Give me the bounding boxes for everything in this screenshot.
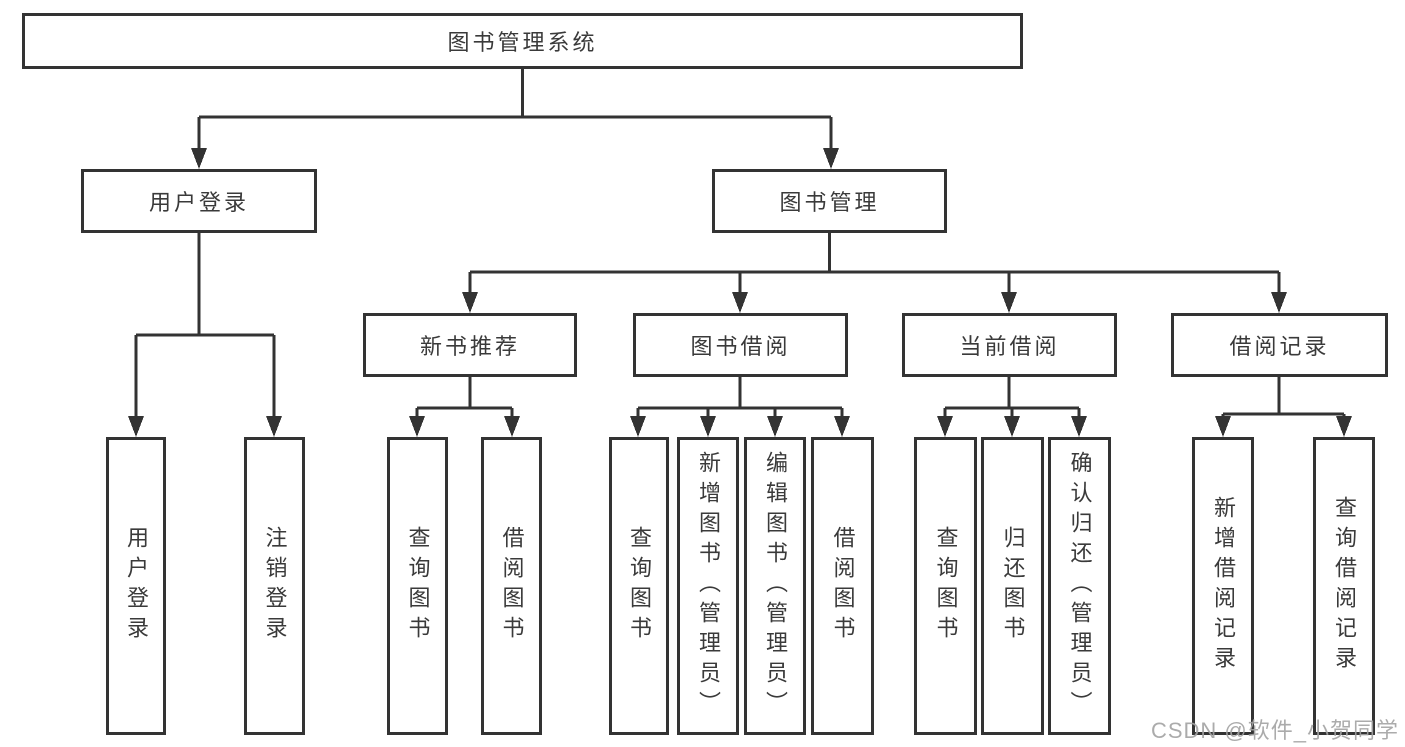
leaf-add-books-admin: 新增图书（管理员） xyxy=(677,437,739,735)
node-label: 借阅记录 xyxy=(1229,334,1330,359)
node-label: 图书管理 xyxy=(779,190,880,215)
leaf-label: 借阅图书 xyxy=(830,526,856,646)
leaf-label: 新增图书（管理员） xyxy=(696,451,721,721)
csdn-watermark: CSDN @软件_小贺同学 xyxy=(1150,718,1399,743)
leaf-label: 编辑图书（管理员） xyxy=(763,451,788,721)
node-new-book-recommend: 新书推荐 xyxy=(363,313,577,377)
leaf-edit-books-admin: 编辑图书（管理员） xyxy=(744,437,806,735)
leaf-label: 借阅图书 xyxy=(499,526,525,646)
leaf-label: 查询借阅记录 xyxy=(1332,496,1357,676)
leaf-label: 归还图书 xyxy=(1000,526,1026,646)
node-book-borrow: 图书借阅 xyxy=(633,313,848,377)
leaf-label: 新增借阅记录 xyxy=(1211,496,1236,676)
leaf-confirm-return-admin: 确认归还（管理员） xyxy=(1048,437,1111,735)
node-label: 用户登录 xyxy=(148,190,249,215)
leaf-borrow-books: 借阅图书 xyxy=(811,437,874,735)
leaf-user-login: 用户登录 xyxy=(106,437,166,735)
leaf-add-borrow-record: 新增借阅记录 xyxy=(1192,437,1254,735)
leaf-query-books-recommend: 查询图书 xyxy=(387,437,448,735)
leaf-label: 确认归还（管理员） xyxy=(1067,451,1093,721)
node-current-borrow: 当前借阅 xyxy=(902,313,1117,377)
leaf-label: 注销登录 xyxy=(262,526,288,646)
node-label: 新书推荐 xyxy=(419,334,520,359)
leaf-label: 查询图书 xyxy=(405,526,431,646)
leaf-label: 查询图书 xyxy=(933,526,959,646)
node-user-login-branch: 用户登录 xyxy=(81,169,317,233)
leaf-label: 用户登录 xyxy=(124,526,149,646)
node-label: 当前借阅 xyxy=(959,334,1060,359)
leaf-query-books-current: 查询图书 xyxy=(914,437,977,735)
leaf-query-borrow-record: 查询借阅记录 xyxy=(1313,437,1375,735)
node-borrow-records: 借阅记录 xyxy=(1171,313,1388,377)
leaf-label: 查询图书 xyxy=(627,526,652,646)
leaf-return-books: 归还图书 xyxy=(981,437,1044,735)
leaf-logout: 注销登录 xyxy=(244,437,305,735)
leaf-query-books-borrow: 查询图书 xyxy=(609,437,669,735)
node-book-management: 图书管理 xyxy=(712,169,947,233)
node-library-management-system: 图书管理系统 xyxy=(22,13,1023,69)
node-label: 图书借阅 xyxy=(690,334,791,359)
leaf-borrow-books-recommend: 借阅图书 xyxy=(481,437,542,735)
node-label: 图书管理系统 xyxy=(447,30,598,55)
